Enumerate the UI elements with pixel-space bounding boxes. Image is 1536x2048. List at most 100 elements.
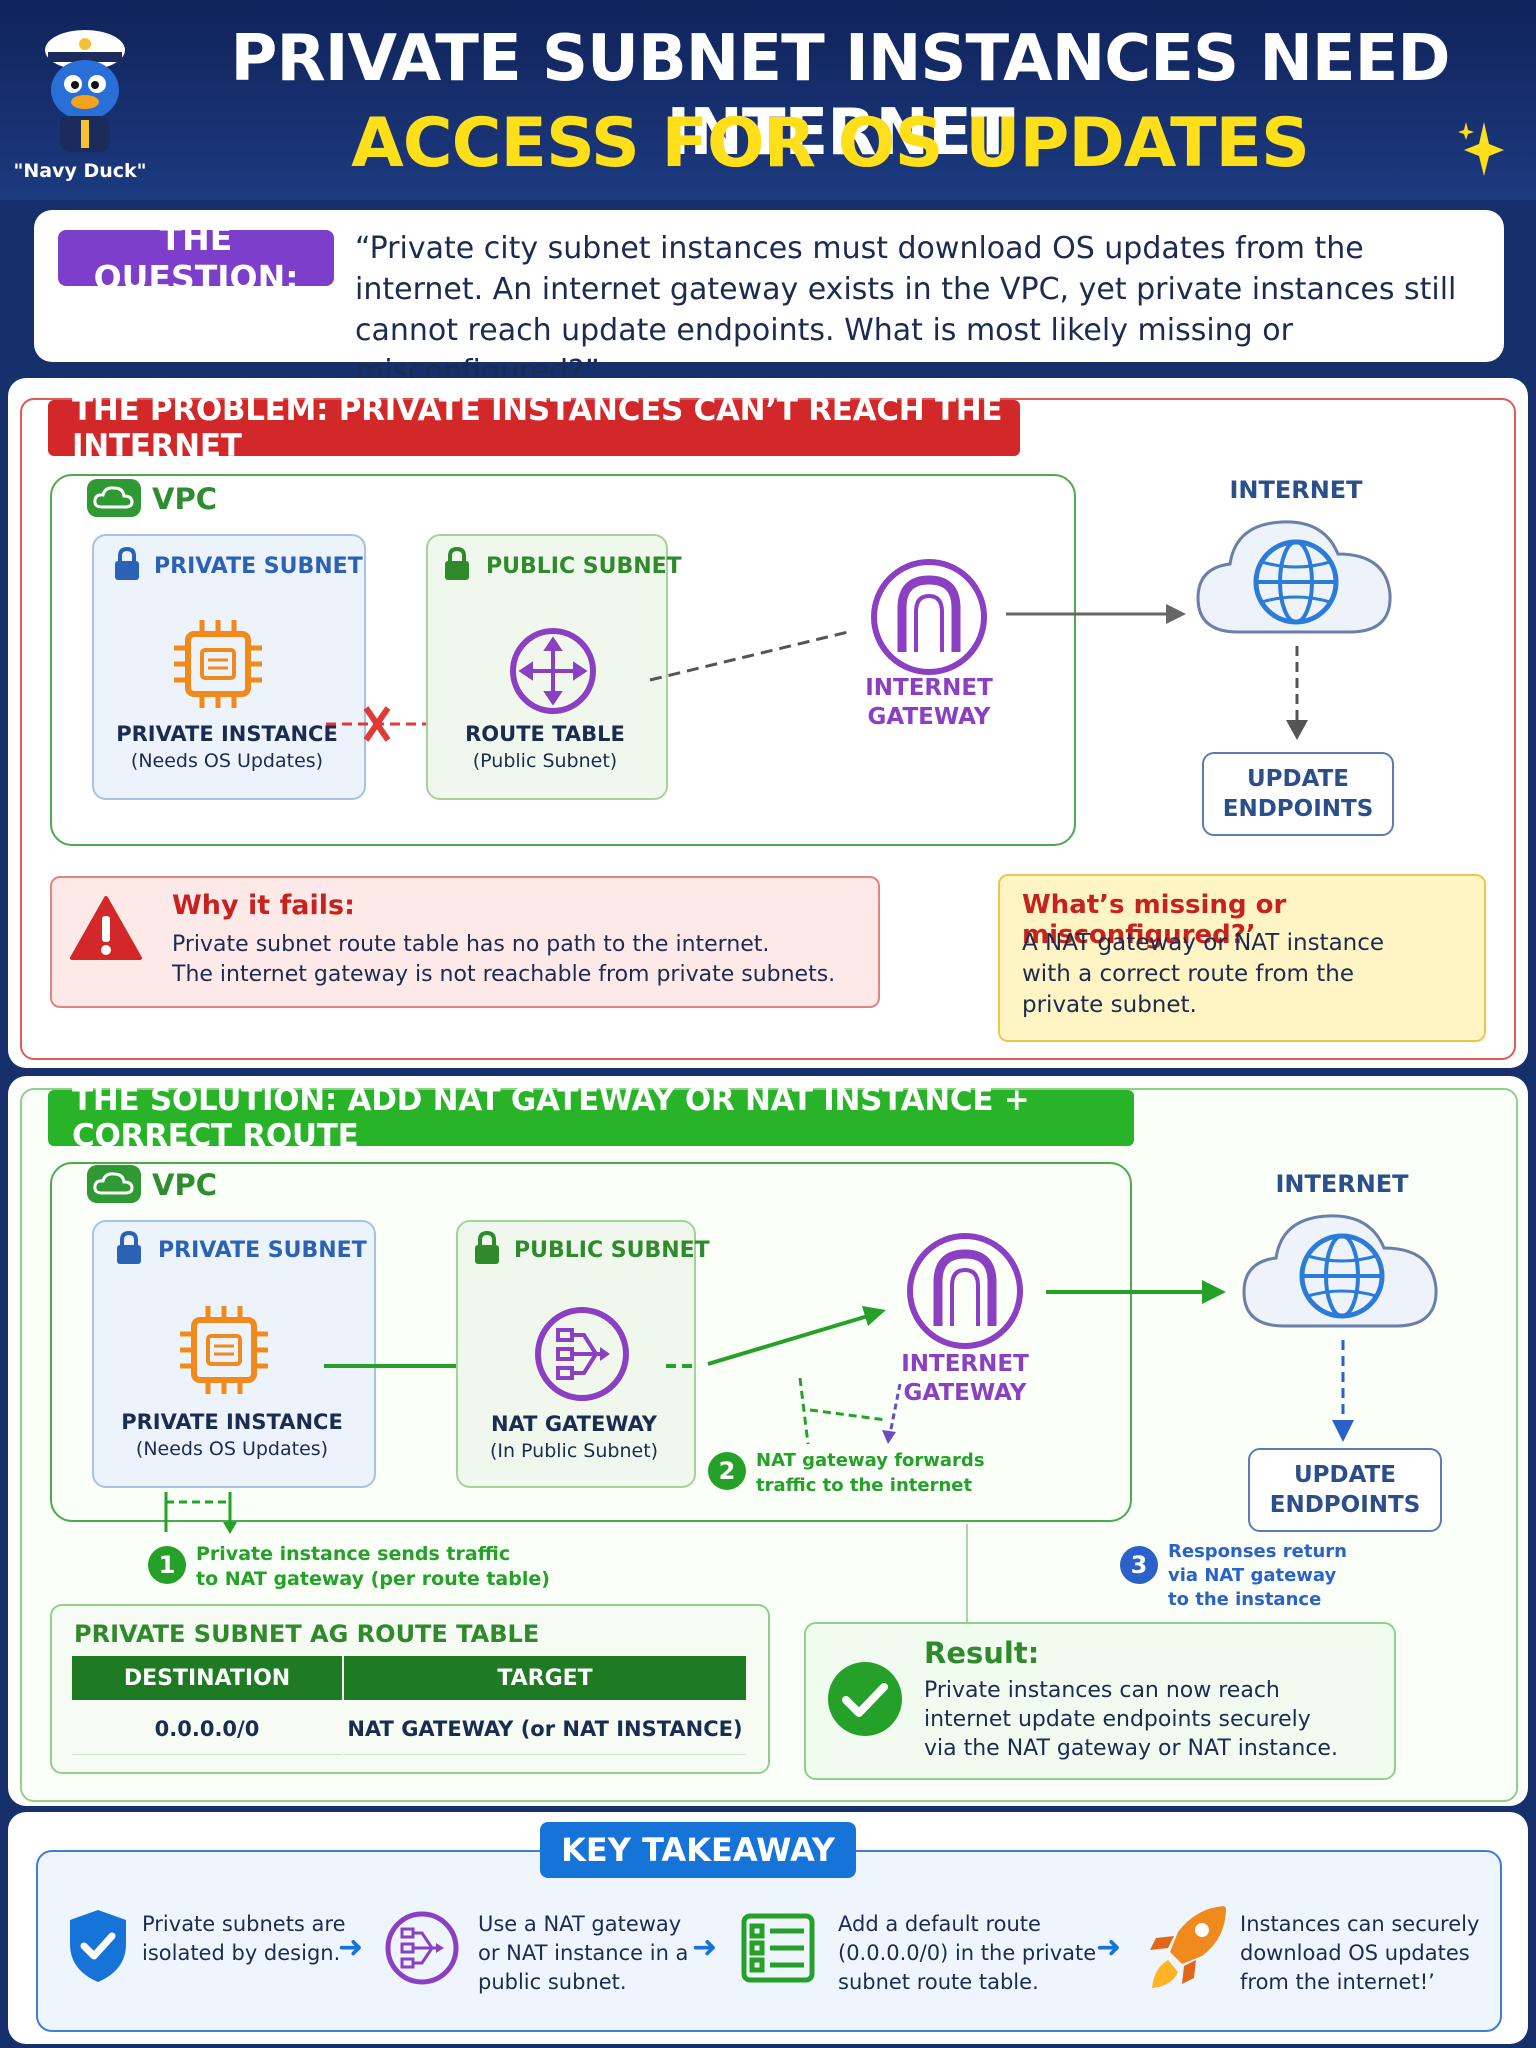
- problem-endpoints-line2: ENDPOINTS: [1222, 796, 1374, 822]
- step1-text: Private instance sends traffic to NAT ga…: [196, 1542, 550, 1592]
- takeaway-item2-line2: or NAT instance in a: [478, 1941, 689, 1965]
- question-badge: THE QUESTION:: [58, 219, 334, 297]
- why-it-fails-title: Why it fails:: [172, 890, 355, 921]
- problem-vpc: [50, 474, 1076, 846]
- vpc-cloud-icon: [87, 479, 141, 517]
- mascot-caption: "Navy Duck": [13, 160, 147, 182]
- step1-number: 1: [148, 1546, 186, 1584]
- solution-igw-line1: INTERNET: [901, 1351, 1029, 1377]
- title-line-2: ACCESS FOR OS UPDATES: [351, 104, 1310, 183]
- result-box: [804, 1622, 1396, 1780]
- rocket-icon: [1150, 1906, 1226, 1988]
- step1-line2: to NAT gateway (per route table): [196, 1568, 550, 1590]
- takeaway-item3: Add a default route (0.0.0.0/0) in the p…: [838, 1910, 1096, 1997]
- vpc-cloud-icon: [87, 1165, 141, 1203]
- blocked-connection-icon: [326, 706, 428, 742]
- arrow-to-endpoints: [1286, 646, 1308, 740]
- problem-banner: THE PROBLEM: PRIVATE INSTANCES CAN’T REA…: [48, 392, 1020, 464]
- warning-icon: [70, 896, 142, 960]
- result-line2: internet update endpoints securely: [924, 1707, 1311, 1732]
- route-list-icon: [741, 1913, 815, 1983]
- takeaway-item4: Instances can securely download OS updat…: [1240, 1910, 1479, 1997]
- route-table-row-destination: 0.0.0.0/0: [72, 1704, 342, 1755]
- solution-igw-line2: GATEWAY: [903, 1380, 1027, 1406]
- solution-banner: THE SOLUTION: ADD NAT GATEWAY OR NAT INS…: [48, 1082, 1134, 1154]
- route-table-icon: [510, 628, 596, 714]
- lock-icon: [117, 1230, 141, 1264]
- takeaway-item1-line2: isolated by design.: [142, 1941, 341, 1965]
- whats-missing-box: [998, 874, 1486, 1042]
- result-text: Private instances can now reach internet…: [924, 1676, 1384, 1763]
- step3-line1: Responses return: [1168, 1541, 1347, 1562]
- solution-private-subnet-title: PRIVATE SUBNET: [158, 1238, 367, 1263]
- navy-duck-mascot-icon: [45, 30, 125, 152]
- step3-line3: to the instance: [1168, 1589, 1322, 1610]
- takeaway-item2: Use a NAT gateway or NAT instance in a p…: [478, 1910, 688, 1997]
- solution-instance-label: PRIVATE INSTANCE: [121, 1410, 343, 1434]
- problem-igw-line2: GATEWAY: [867, 704, 991, 730]
- problem-igw-label: INTERNET GATEWAY: [850, 674, 1008, 732]
- chip-instance-icon: [174, 620, 262, 708]
- step2-line2: traffic to the internet: [756, 1475, 973, 1496]
- route-table-row-target: NAT GATEWAY (or NAT INSTANCE): [344, 1704, 746, 1755]
- lock-icon: [115, 546, 139, 580]
- problem-private-subnet-title: PRIVATE SUBNET: [154, 554, 363, 579]
- arrow-right-icon: ➜: [1096, 1930, 1122, 1965]
- arrow-right-icon: ➜: [692, 1930, 718, 1965]
- chip-instance-icon: [180, 1306, 268, 1394]
- takeaway-item4-line1: Instances can securely: [1240, 1912, 1480, 1936]
- why-line-1: Private subnet route table has no path t…: [172, 932, 770, 957]
- internet-cloud-icon: [1196, 520, 1392, 634]
- takeaway-item2-line3: public subnet.: [478, 1970, 627, 1994]
- solution-nat-label: NAT GATEWAY: [490, 1412, 658, 1436]
- solution-vpc-label: VPC: [152, 1168, 217, 1202]
- solution-endpoints-line2: ENDPOINTS: [1269, 1492, 1421, 1518]
- takeaway-item3-line2: (0.0.0.0/0) in the private: [838, 1941, 1097, 1965]
- arrow-nat-to-igw: [666, 1306, 886, 1368]
- question-text: “Private city subnet instances must down…: [355, 231, 1457, 389]
- step2-text: NAT gateway forwards traffic to the inte…: [756, 1448, 985, 1498]
- step1-line1: Private instance sends traffic: [196, 1543, 511, 1565]
- takeaway-item3-line3: subnet route table.: [838, 1970, 1039, 1994]
- whats-missing-title: What’s missing or misconfigured?’: [1022, 890, 1287, 950]
- lock-icon: [475, 1230, 499, 1264]
- title-line-1: PRIVATE SUBNET INSTANCES NEED INTERNET: [230, 22, 1451, 170]
- takeaway-item4-line3: from the internet!’: [1240, 1970, 1435, 1994]
- internet-gateway-icon: [907, 1233, 1023, 1349]
- solution-update-endpoints: UPDATE ENDPOINTS: [1248, 1448, 1442, 1532]
- result-line1: Private instances can now reach: [924, 1678, 1280, 1703]
- takeaway-item2-line1: Use a NAT gateway: [478, 1912, 682, 1936]
- internet-gateway-icon: [871, 559, 987, 675]
- internet-cloud-icon: [1242, 1214, 1438, 1328]
- takeaway-item1-line1: Private subnets are: [142, 1912, 346, 1936]
- nat-gateway-icon: [385, 1911, 459, 1985]
- takeaway-item3-line1: Add a default route: [838, 1912, 1041, 1936]
- step3-line2: via NAT gateway: [1168, 1565, 1337, 1586]
- problem-update-endpoints: UPDATE ENDPOINTS: [1202, 752, 1394, 836]
- why-it-fails-box: [50, 876, 880, 1008]
- shield-check-icon: [70, 1910, 126, 1982]
- result-title: Result:: [924, 1636, 1040, 1670]
- solution-igw-label: INTERNET GATEWAY: [886, 1350, 1044, 1408]
- lock-icon: [445, 546, 469, 580]
- problem-public-subnet-title: PUBLIC SUBNET: [486, 554, 682, 579]
- takeaway-item1: Private subnets are isolated by design.: [142, 1910, 346, 1968]
- arrow-igw-to-internet: [1046, 1280, 1226, 1304]
- problem-route-table-sub: (Public Subnet): [472, 750, 618, 772]
- problem-igw-line1: INTERNET: [865, 675, 993, 701]
- step2-connector: [798, 1377, 902, 1445]
- step3-text: Responses return via NAT gateway to the …: [1168, 1540, 1347, 1612]
- problem-internet-label: INTERNET: [1229, 476, 1363, 504]
- whats-missing-text: A NAT gateway or NAT instance with a cor…: [1022, 930, 1385, 1018]
- header: [0, 0, 1536, 200]
- nat-gateway-icon: [535, 1307, 629, 1401]
- solution-public-subnet-title: PUBLIC SUBNET: [514, 1238, 710, 1263]
- route-table-title: PRIVATE SUBNET AG ROUTE TABLE: [74, 1620, 540, 1648]
- problem-instance-label: PRIVATE INSTANCE: [116, 722, 338, 746]
- arrow-right-icon: ➜: [338, 1930, 364, 1965]
- step2-number: 2: [708, 1452, 746, 1490]
- takeaway-banner: KEY TAKEAWAY: [540, 1822, 856, 1878]
- solution-instance-sub: (Needs OS Updates): [135, 1438, 329, 1460]
- solution-vpc: [50, 1162, 1132, 1522]
- step1-connector: [164, 1492, 237, 1534]
